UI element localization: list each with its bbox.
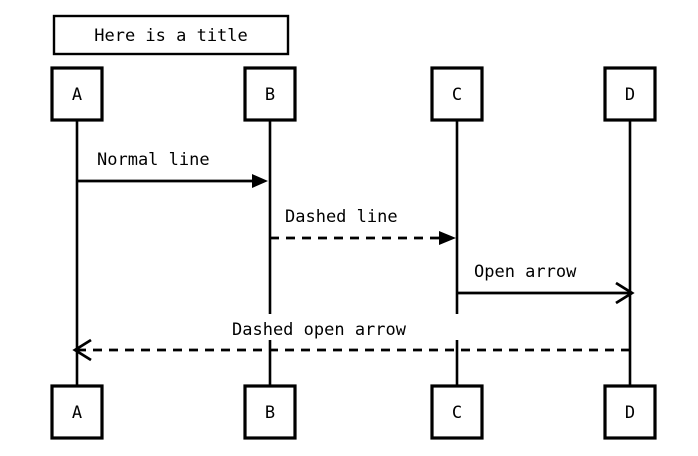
- participant-foot-c-label: C: [452, 403, 462, 423]
- participant-head-b-frame: [243, 66, 297, 122]
- participant-head-a[interactable]: A: [50, 66, 104, 122]
- message-open-arrow[interactable]: Open arrow: [457, 262, 635, 305]
- participant-foot-d[interactable]: D: [603, 384, 657, 440]
- participant-foot-c[interactable]: C: [430, 384, 484, 440]
- message-normal-line-arrowhead: [252, 174, 268, 188]
- lifelines-group: [75, 120, 632, 386]
- message-dashed-open-arrow-label: Dashed open arrow: [232, 320, 407, 340]
- participant-foot-b-label: B: [265, 403, 275, 423]
- participant-head-c-frame: [430, 66, 484, 122]
- participant-head-a-frame: [50, 66, 104, 122]
- message-dashed-line-label: Dashed line: [285, 207, 398, 227]
- participant-head-a-label: A: [72, 85, 82, 105]
- participant-head-b[interactable]: B: [243, 66, 297, 122]
- message-dashed-open-arrow[interactable]: Dashed open arrow: [72, 320, 630, 362]
- participant-foot-b-frame: [243, 384, 297, 440]
- diagram-title: Here is a title: [52, 14, 290, 56]
- participant-head-b-label: B: [265, 85, 275, 105]
- message-normal-line[interactable]: Normal line: [77, 150, 268, 188]
- participant-foot-a-label: A: [72, 403, 82, 423]
- participant-head-d-label: D: [625, 85, 635, 105]
- message-open-arrow-arrowhead: [615, 281, 635, 305]
- participant-foot-a-frame: [50, 384, 104, 440]
- message-dashed-line[interactable]: Dashed line: [270, 207, 456, 245]
- title-text: Here is a title: [94, 26, 248, 46]
- message-normal-line-label: Normal line: [97, 150, 210, 170]
- participant-foot-b[interactable]: B: [243, 384, 297, 440]
- message-dashed-open-arrow-arrowhead: [72, 338, 92, 362]
- participant-head-c[interactable]: C: [430, 66, 484, 122]
- participant-foot-d-frame: [603, 384, 657, 440]
- participant-foot-a[interactable]: A: [50, 384, 104, 440]
- message-open-arrow-label: Open arrow: [474, 262, 577, 282]
- message-dashed-line-arrowhead: [439, 231, 456, 245]
- participant-foot-d-label: D: [625, 403, 635, 423]
- participant-head-d[interactable]: D: [603, 66, 657, 122]
- participant-head-c-label: C: [452, 85, 462, 105]
- title-box-frame: [52, 14, 290, 56]
- participant-foot-c-frame: [430, 384, 484, 440]
- participant-head-d-frame: [603, 66, 657, 122]
